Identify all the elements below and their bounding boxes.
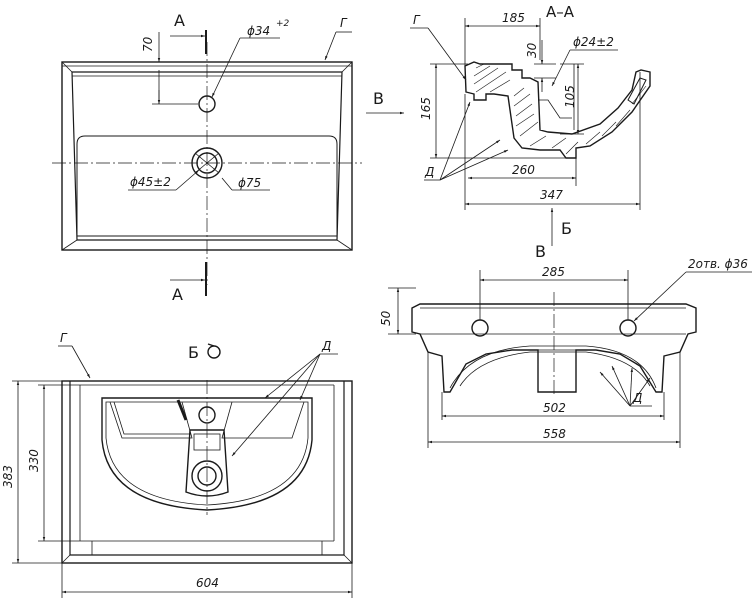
back-view-title: В xyxy=(535,242,546,261)
section-view: А–А В xyxy=(366,3,651,246)
dim-24-label: ϕ24±2 xyxy=(573,35,614,49)
section-arrow-v: В xyxy=(373,89,384,108)
bottom-label-d: Д xyxy=(321,339,331,353)
section-hatching xyxy=(473,63,647,155)
dim-330-label: 330 xyxy=(27,449,41,472)
dim-185-label: 185 xyxy=(502,11,525,25)
dim-drain-outer-label: ϕ75 xyxy=(238,176,261,190)
section-arrow-b: Б xyxy=(561,219,572,238)
top-label-g: Г xyxy=(340,16,348,30)
dim-70-label: 70 xyxy=(141,36,155,52)
dim-drain-inner-label: ϕ45±2 xyxy=(130,175,171,189)
bottom-bowl xyxy=(101,397,313,511)
section-label-d: Д xyxy=(424,165,434,179)
section-outline xyxy=(464,61,651,159)
rotate-symbol xyxy=(207,345,221,359)
dim-558-label: 558 xyxy=(543,427,566,441)
top-bowl-edge xyxy=(76,135,338,237)
overflow-channel xyxy=(185,429,229,497)
bottom-label-g: Г xyxy=(60,331,68,345)
dim-502-label: 502 xyxy=(543,401,566,415)
section-label-g: Г xyxy=(413,13,421,27)
dim-285-label: 285 xyxy=(542,265,565,279)
dim-347-label: 347 xyxy=(540,188,563,202)
dim-165-label: 165 xyxy=(419,97,433,120)
back-view: В 285 2отв. ϕ36 50 502 558 xyxy=(379,242,752,448)
back-label-d: Д xyxy=(632,391,642,405)
dim-30-label: 30 xyxy=(525,42,539,58)
dim-hole-tol: +2 xyxy=(276,19,290,29)
dim-383-label: 383 xyxy=(1,465,15,488)
bottom-view-title: Б xyxy=(188,343,199,362)
dim-hole-label: ϕ34 xyxy=(247,24,270,38)
top-view: A A 70 ϕ34 +2 Г ϕ45±2 ϕ75 xyxy=(52,11,362,304)
bottom-view: Б Г Д xyxy=(1,331,353,598)
dim-260-label: 260 xyxy=(512,163,535,177)
dim-604-label: 604 xyxy=(196,576,219,590)
dim-105-label: 105 xyxy=(563,85,577,108)
section-mark-bottom: A xyxy=(172,285,183,304)
dim-holes-label: 2отв. ϕ36 xyxy=(688,257,748,271)
section-mark-top: A xyxy=(174,11,185,30)
section-title: А–А xyxy=(546,3,575,21)
dim-50-label: 50 xyxy=(379,310,393,326)
